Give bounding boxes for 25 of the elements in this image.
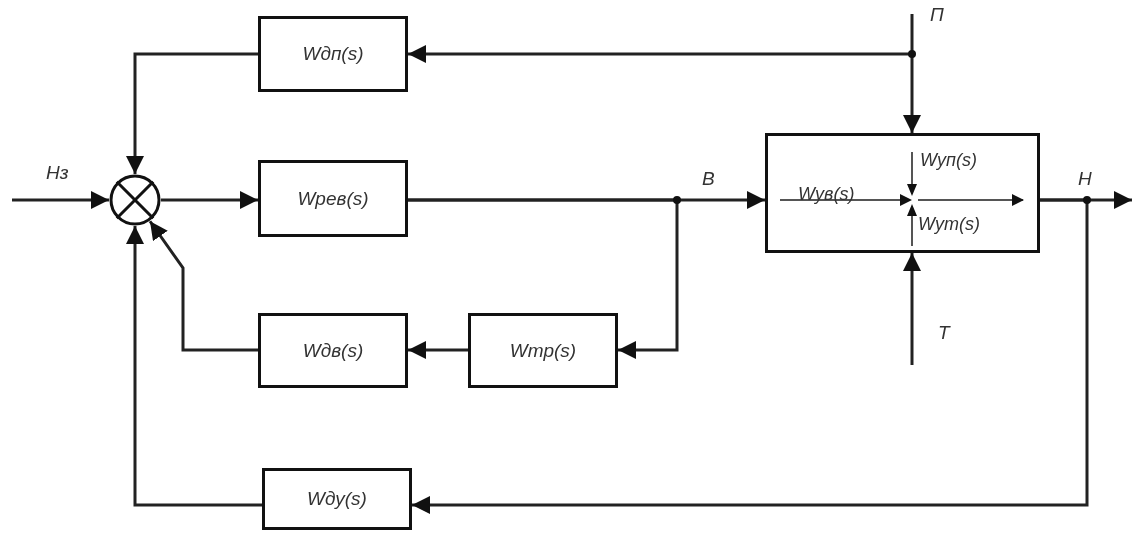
transfer-function-label: Wдв(s) xyxy=(302,339,364,362)
transfer-function-label: Wув(s) xyxy=(798,184,855,205)
arrow xyxy=(126,226,262,507)
arrow xyxy=(408,198,679,359)
transfer-function-label: Wут(s) xyxy=(918,214,980,235)
plant-block xyxy=(765,133,1040,253)
transfer-function-block xyxy=(262,468,412,530)
transfer-function-label: Wрев(s) xyxy=(297,187,369,210)
arrow xyxy=(126,52,258,174)
arrow xyxy=(12,191,109,209)
arrow xyxy=(148,220,258,352)
transfer-function-label: Wтр(s) xyxy=(509,339,577,362)
transfer-function-block xyxy=(258,160,408,237)
transfer-function-label: Wуп(s) xyxy=(920,150,977,171)
transfer-function-block xyxy=(258,313,408,388)
arrow xyxy=(412,198,1089,514)
transfer-function-block xyxy=(468,313,618,388)
transfer-function-label: Wдп(s) xyxy=(302,43,364,65)
transfer-function-block xyxy=(258,16,408,92)
arrow xyxy=(903,14,921,133)
transfer-function-label: Wду(s) xyxy=(307,488,367,510)
arrow xyxy=(903,253,921,365)
arrow xyxy=(161,191,258,209)
arrow xyxy=(408,341,468,359)
summing-junction xyxy=(109,174,161,226)
